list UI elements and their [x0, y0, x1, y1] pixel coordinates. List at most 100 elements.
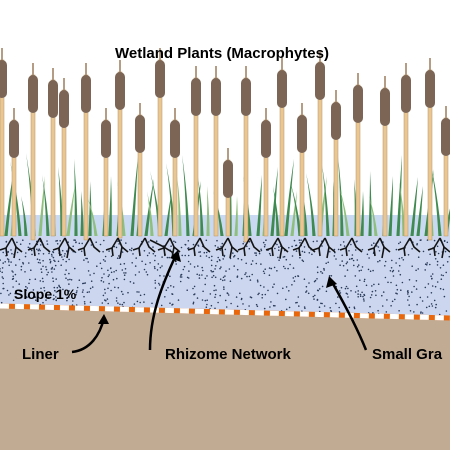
gravel-dot — [219, 278, 222, 281]
gravel-dot — [152, 252, 155, 255]
gravel-dot — [319, 310, 321, 313]
gravel-dot — [359, 295, 362, 298]
gravel-dot — [402, 259, 405, 261]
gravel-dot — [292, 277, 295, 279]
gravel-dot — [52, 256, 55, 259]
gravel-dot — [291, 255, 294, 257]
gravel-dot — [347, 287, 349, 290]
cattail-plant-icon — [101, 108, 111, 237]
gravel-dot — [101, 302, 104, 304]
gravel-dot — [127, 291, 129, 294]
gravel-dot — [222, 258, 224, 260]
gravel-dot — [246, 245, 248, 248]
gravel-dot — [214, 245, 217, 247]
gravel-dot — [302, 260, 305, 263]
cattail-plant-icon — [81, 63, 91, 241]
gravel-dot — [416, 243, 419, 245]
gravel-dot — [177, 299, 180, 301]
gravel-dot — [361, 248, 364, 251]
gravel-dot — [81, 291, 84, 293]
gravel-dot — [7, 251, 9, 253]
gravel-dot — [321, 285, 324, 288]
gravel-dot — [198, 274, 201, 276]
gravel-dot — [399, 273, 402, 276]
gravel-dot — [316, 271, 319, 274]
gravel-dot — [344, 287, 347, 290]
gravel-dot — [210, 304, 213, 307]
cattail-plant-icon — [353, 73, 363, 237]
gravel-dot — [321, 245, 323, 247]
leaf — [338, 157, 344, 236]
gravel-dot — [107, 287, 109, 290]
gravel-dot — [75, 291, 78, 294]
gravel-dot — [202, 290, 204, 293]
gravel-dot — [242, 242, 244, 245]
gravel-dot — [83, 282, 85, 285]
gravel-dot — [353, 306, 356, 309]
gravel-dot — [261, 297, 264, 299]
gravel-dot — [60, 264, 62, 267]
gravel-dot — [436, 264, 439, 266]
leaf — [147, 191, 154, 236]
gravel-dot — [18, 258, 21, 261]
gravel-dot — [107, 275, 110, 278]
gravel-dot — [400, 289, 402, 292]
gravel-dot — [5, 241, 8, 243]
gravel-dot — [55, 299, 58, 301]
gravel-dot — [108, 250, 110, 252]
gravel-dot — [340, 286, 343, 289]
gravel-dot — [45, 266, 47, 268]
gravel-dot — [312, 295, 315, 298]
gravel-dot — [171, 293, 173, 295]
gravel-dot — [446, 261, 449, 263]
gravel-dot — [339, 264, 341, 267]
leaf — [88, 181, 92, 236]
gravel-dot — [409, 310, 412, 312]
gravel-dot — [367, 312, 370, 314]
gravel-dot — [6, 258, 9, 260]
gravel-dot — [377, 309, 379, 312]
gravel-dot — [205, 255, 208, 257]
cattail-plant-icon — [191, 66, 201, 237]
gravel-dot — [114, 286, 116, 289]
gravel-dot — [248, 275, 251, 278]
gravel-dot — [407, 254, 410, 256]
gravel-dot — [401, 281, 404, 284]
gravel-dot — [415, 269, 417, 272]
gravel-dot — [143, 293, 146, 296]
rhizome-label: Rhizome Network — [165, 346, 292, 363]
gravel-dot — [377, 283, 380, 286]
gravel-dot — [30, 249, 33, 252]
cattail-plant-icon — [331, 90, 341, 237]
gravel-dot — [72, 300, 74, 302]
gravel-dot — [350, 290, 352, 292]
cattail-head — [315, 62, 325, 100]
gravel-dot — [233, 265, 235, 267]
gravel-dot — [345, 285, 348, 288]
gravel-dot — [337, 296, 339, 298]
gravel-dot — [187, 254, 190, 257]
gravel-dot — [305, 290, 308, 292]
cattail-head — [81, 75, 91, 113]
gravel-dot — [89, 301, 92, 304]
gravel-dot — [43, 286, 45, 289]
gravel-dot — [201, 274, 203, 276]
gravel-dot — [52, 298, 55, 301]
gravel-dot — [146, 273, 149, 276]
gravel-dot — [298, 239, 301, 241]
gravel-dot — [12, 286, 14, 288]
gravel-dot — [429, 263, 431, 266]
gravel-dot — [433, 239, 436, 242]
gravel-dot — [118, 243, 120, 245]
gravel-dot — [213, 289, 215, 292]
gravel-dot — [346, 269, 349, 271]
gravel-dot — [269, 254, 272, 257]
gravel-arrowhead-icon — [326, 276, 337, 288]
gravel-dot — [439, 287, 442, 290]
gravel-dot — [221, 242, 224, 245]
gravel-dot — [384, 265, 386, 267]
gravel-dot — [399, 241, 402, 243]
root-icon — [132, 237, 156, 257]
gravel-dot — [421, 312, 424, 314]
